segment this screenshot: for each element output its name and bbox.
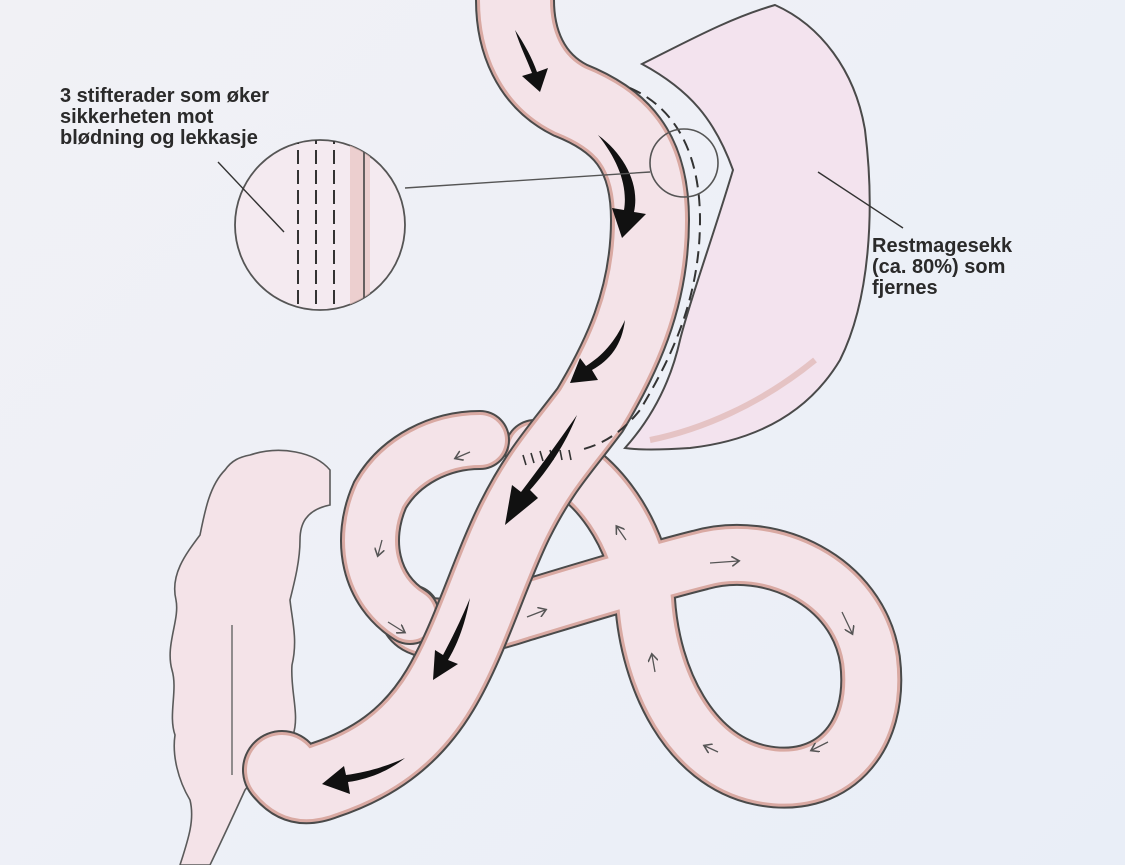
remnant-stomach: [623, 3, 871, 451]
staple-label-leader: [217, 161, 285, 233]
remnant-stomach-label: Restmagesekk (ca. 80%) som fjernes: [872, 236, 1012, 299]
flow-arrow-icon: [598, 135, 646, 238]
food-flow-arrows: [322, 30, 646, 794]
flow-arrow-icon: [570, 320, 625, 383]
staple-line: [579, 87, 702, 451]
remnant-stomach-label-line3: fjernes: [872, 277, 938, 299]
small-intestine: [379, 419, 903, 809]
flow-arrow-icon: [433, 598, 470, 680]
staple-rows-label-line3: blødning og lekkasje: [60, 127, 258, 149]
digestive-juice-arrows: [378, 452, 852, 752]
remnant-label-leader: [817, 171, 904, 229]
zoom-inset: [234, 139, 406, 311]
remnant-stomach-label-line2: (ca. 80%) som: [872, 256, 1006, 278]
flow-arrow-icon: [515, 30, 548, 92]
magnify-connector: [404, 171, 651, 189]
remnant-stomach-label-line1: Restmagesekk: [872, 235, 1013, 257]
staple-rows-label-line2: sikkerheten mot: [60, 106, 214, 128]
gastric-sleeve: [242, 0, 691, 825]
magnify-marker: [649, 128, 719, 198]
flow-arrow-icon: [505, 415, 577, 525]
biliary-limb: [340, 410, 510, 645]
flow-arrow-icon: [322, 758, 405, 794]
staple-rows-label: 3 stifterader som øker sikkerheten mot b…: [60, 86, 269, 149]
staple-rows-label-line1: 3 stifterader som øker: [60, 85, 269, 107]
